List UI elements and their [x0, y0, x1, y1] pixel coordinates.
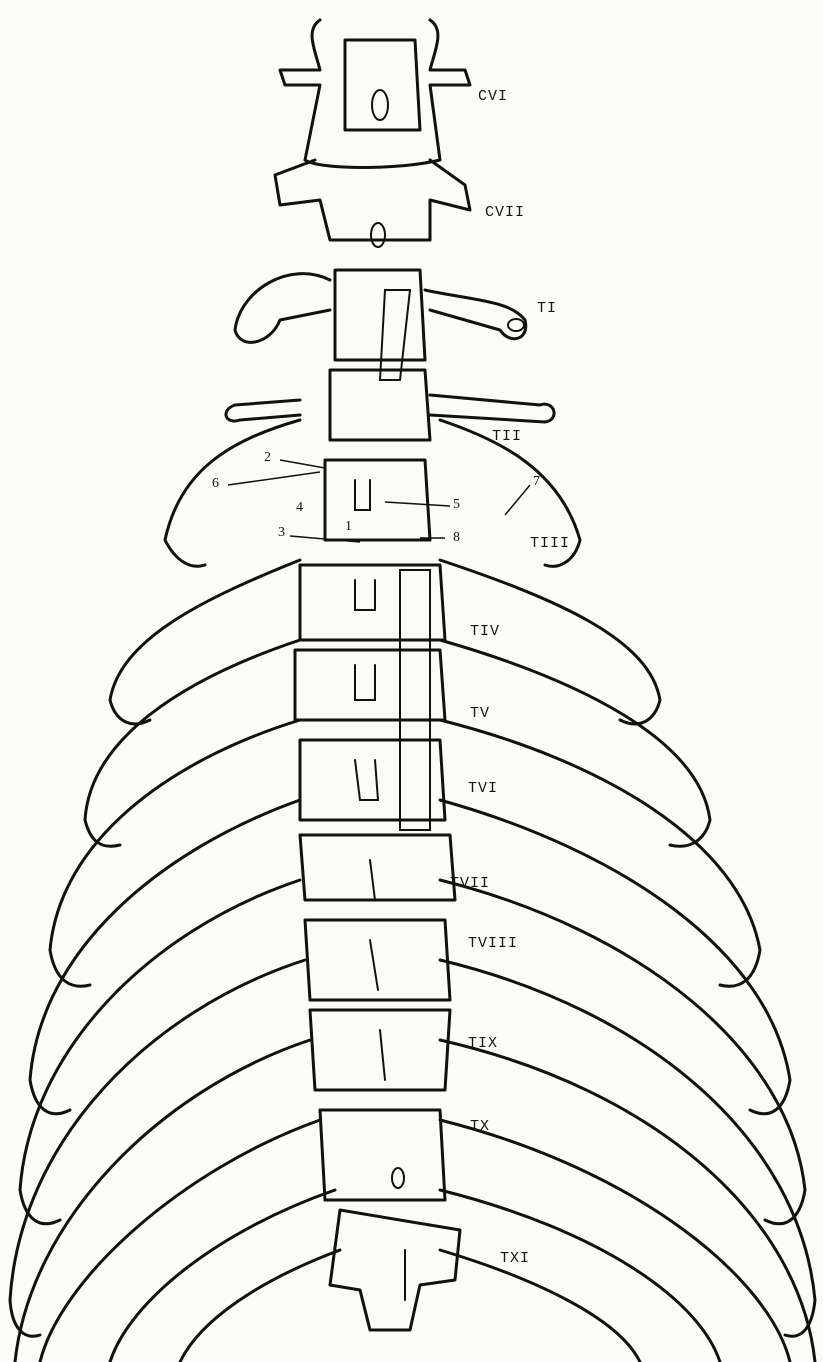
callout-leaders [228, 460, 530, 542]
callout-1: 1 [345, 519, 352, 535]
callout-6: 6 [212, 476, 219, 492]
label-tix: TIX [468, 1035, 498, 1052]
label-ti: TI [537, 300, 557, 317]
label-tiii: TIII [530, 535, 570, 552]
right-ribs [440, 420, 815, 1362]
callout-4: 4 [296, 500, 303, 516]
label-tv: TV [470, 705, 490, 722]
label-tx: TX [470, 1118, 490, 1135]
label-tii: TII [492, 428, 522, 445]
vertebra-t1 [235, 270, 526, 380]
callout-7: 7 [533, 474, 540, 490]
label-tiv: TIV [470, 623, 500, 640]
label-tvi: TVI [468, 780, 498, 797]
label-tvii: TVII [450, 875, 490, 892]
callout-3: 3 [278, 525, 285, 541]
label-tviii: TVIII [468, 935, 518, 952]
label-txi: TXI [500, 1250, 530, 1267]
cervical-vertebrae [275, 20, 470, 247]
thoracic-column [226, 370, 554, 1330]
callout-2: 2 [264, 450, 271, 466]
label-cvi: CVI [478, 88, 508, 105]
callout-5: 5 [453, 497, 460, 513]
left-ribs [10, 420, 340, 1362]
callout-8: 8 [453, 530, 460, 546]
label-cvii: CVII [485, 204, 525, 221]
